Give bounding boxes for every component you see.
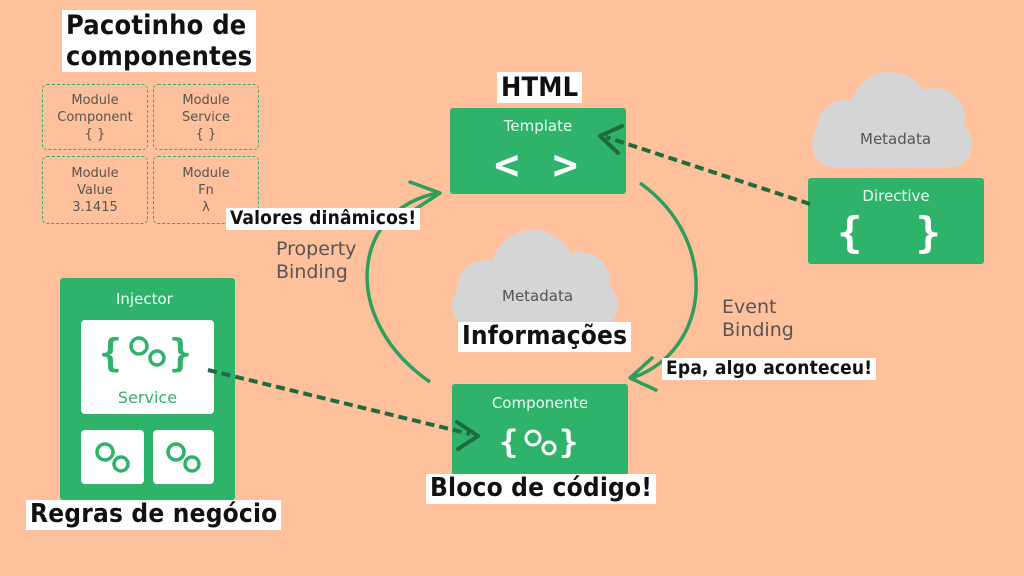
service-card[interactable]: { } Service — [81, 320, 214, 414]
injector-caption: Regras de negócio — [26, 499, 282, 530]
component-caption: Bloco de código! — [426, 473, 657, 504]
event-binding-arrow — [631, 181, 698, 380]
injector-box[interactable]: Injector { } Service — [60, 278, 235, 500]
module-fn-card: Module Fn λ — [153, 156, 259, 224]
gears-icon: { } — [99, 331, 192, 375]
module-panel-title-line2: componentes — [66, 41, 253, 73]
module-line: Module — [71, 165, 119, 181]
cloud-icon — [452, 230, 618, 330]
module-value-card: Module Value 3.1415 — [42, 156, 148, 224]
template-caption: HTML — [497, 72, 583, 104]
metadata-top-title: Metadata — [860, 130, 932, 148]
module-panel-title: Pacotinho de componentes — [62, 10, 257, 73]
injection-link — [207, 368, 471, 436]
module-component-card: Module Component { } — [42, 84, 148, 150]
svg-text:{: { — [499, 423, 518, 461]
metadata-mid-caption: Informações — [458, 321, 632, 352]
svg-text:}: } — [559, 423, 578, 461]
svg-text:{: { — [99, 331, 122, 375]
directive-box[interactable]: Directive { } — [808, 178, 984, 264]
gear-tile — [153, 430, 214, 484]
directive-title: Directive — [862, 187, 930, 205]
cloud-icon — [812, 72, 972, 168]
module-panel-title-line1: Pacotinho de — [66, 10, 247, 41]
module-line: { } — [84, 126, 106, 142]
event-binding-line1: Event — [722, 296, 777, 318]
metadata-mid-title: Metadata — [502, 287, 574, 305]
module-line: Value — [77, 182, 113, 198]
service-label: Service — [117, 388, 178, 407]
left-arrow-icon — [628, 356, 658, 392]
gear-tile — [81, 430, 144, 484]
module-line: Fn — [198, 182, 214, 198]
property-binding-line1: Property — [276, 238, 357, 260]
directive-symbol: { } — [837, 208, 955, 257]
directive-link — [605, 135, 811, 206]
module-line: Service — [181, 109, 231, 125]
module-line: λ — [202, 199, 210, 215]
event-binding-label: Event Binding — [722, 296, 794, 342]
event-binding-line2: Binding — [722, 319, 794, 341]
injector-title: Injector — [116, 290, 173, 308]
module-line: Module — [182, 165, 230, 181]
gears-icon: { } — [499, 423, 578, 461]
gears-icon — [95, 442, 130, 473]
property-binding-line2: Binding — [276, 261, 348, 283]
property-binding-caption: Valores dinâmicos! — [226, 207, 421, 230]
left-arrow-icon — [408, 180, 442, 212]
property-binding-arrow — [365, 191, 439, 384]
template-title: Template — [503, 117, 573, 135]
component-box[interactable]: Componente { } — [452, 384, 628, 476]
module-line: { } — [195, 126, 217, 142]
template-symbol: < > — [494, 140, 582, 189]
component-title: Componente — [491, 394, 589, 412]
left-arrow-icon — [598, 124, 624, 155]
module-line: Component — [57, 109, 133, 125]
module-line: Module — [182, 92, 230, 108]
property-binding-label: Property Binding — [276, 238, 356, 284]
module-service-card: Module Service { } — [153, 84, 259, 150]
module-line: Module — [71, 92, 119, 108]
template-box[interactable]: Template < > — [450, 108, 626, 194]
module-line: 3.1415 — [72, 199, 118, 215]
gears-icon — [166, 442, 201, 473]
event-binding-caption: Epa, algo aconteceu! — [662, 357, 877, 380]
svg-text:}: } — [169, 331, 192, 375]
right-arrow-icon — [455, 420, 480, 451]
